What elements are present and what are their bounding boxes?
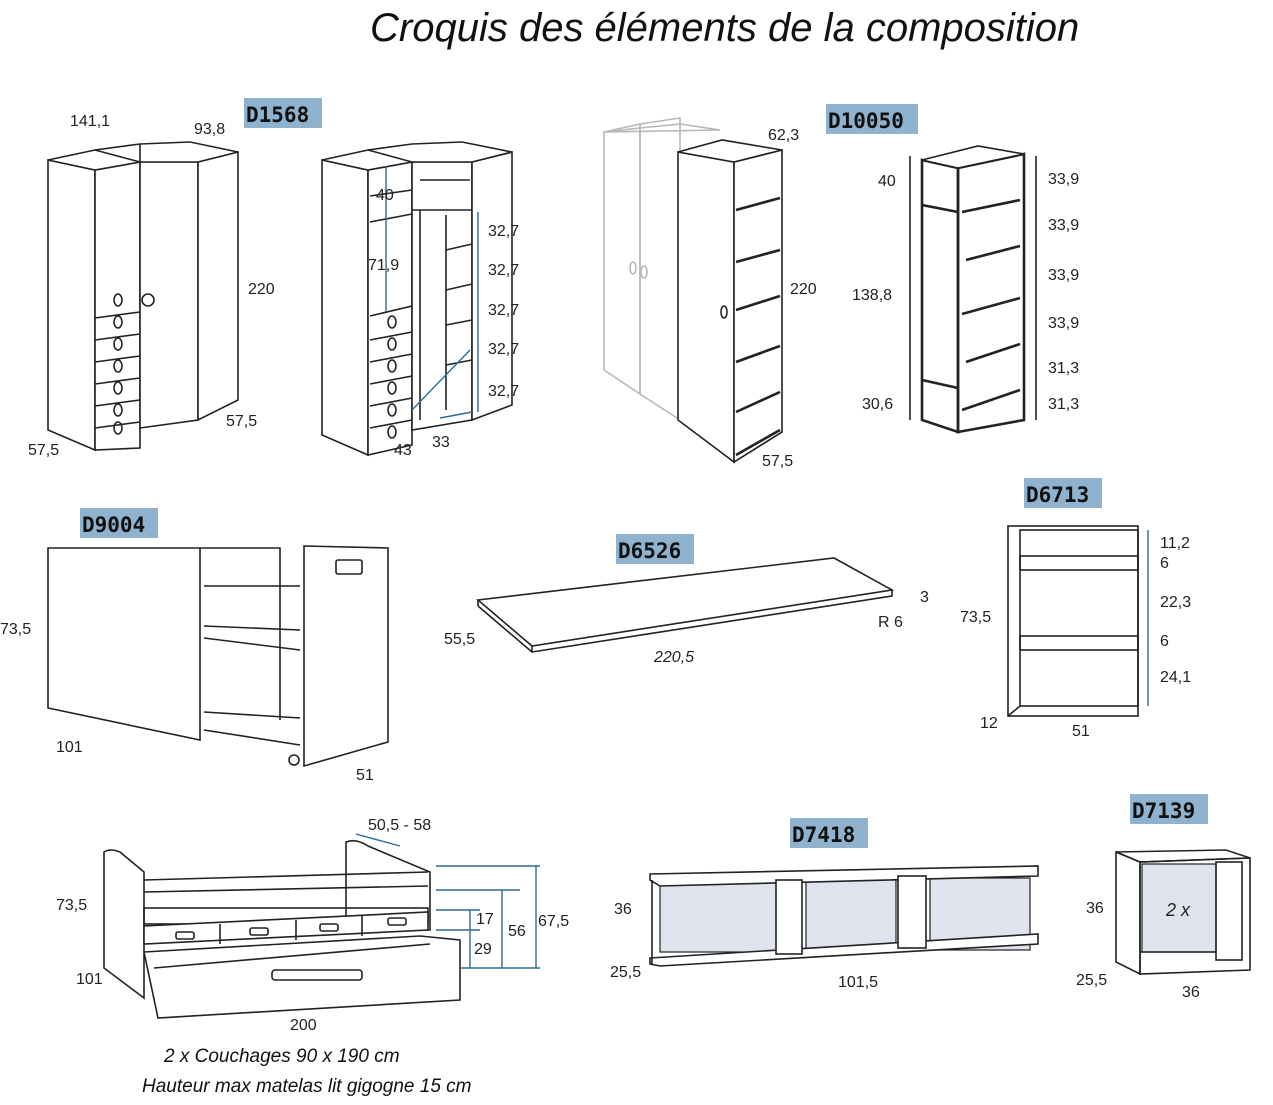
dim-cube-width: 36	[1182, 984, 1200, 1001]
dim-top-length: 220,5	[653, 649, 694, 666]
dim-end-height: 220	[790, 281, 817, 298]
dim-shelf-3: 32,7	[488, 302, 519, 319]
dim-cube-qty: 2 x	[1165, 900, 1191, 920]
dim-width-a: 141,1	[70, 113, 110, 130]
dim-cube-depth: 25,5	[1076, 972, 1107, 989]
dim-height: 220	[248, 281, 275, 298]
dim-shelf-thick-1: 6	[1160, 555, 1169, 572]
dim-bed-height: 73,5	[56, 897, 87, 914]
dim-width-b: 93,8	[194, 121, 225, 138]
dim-end-shelf-4: 33,9	[1048, 315, 1079, 332]
dim-cube-height: 36	[1086, 900, 1104, 917]
dim-top-depth: 55,5	[444, 631, 475, 648]
dim-upper-space: 40	[376, 187, 394, 204]
dim-top-thickness: 3	[920, 589, 929, 606]
dim-inner-a: 43	[394, 442, 412, 459]
dim-desk-width: 101	[56, 739, 83, 756]
dim-bed-h1: 17	[476, 911, 494, 928]
dim-bed-top-width: 50,5 - 58	[368, 817, 431, 834]
dim-depth-left: 57,5	[28, 442, 59, 459]
code-badge-d9004	[80, 508, 158, 538]
bookcase	[1007, 525, 1149, 717]
dim-space-1: 11,2	[1160, 535, 1190, 552]
code-d10050: D10050	[828, 109, 904, 133]
dim-shelf-width: 101,5	[838, 974, 878, 991]
dim-inner-b: 33	[432, 434, 450, 451]
dim-shelf-1: 32,7	[488, 223, 519, 240]
code-badge-d1568	[244, 98, 322, 128]
dim-end-width: 62,3	[768, 127, 799, 144]
wall-shelf	[649, 865, 1039, 967]
code-d9004: D9004	[82, 513, 145, 537]
code-badge-d6713	[1024, 478, 1102, 508]
end-shelf-with-wardrobe	[603, 117, 783, 464]
dim-depth-right: 57,5	[226, 413, 257, 430]
code-badge-d7418	[790, 818, 868, 848]
code-d7418: D7418	[792, 823, 855, 847]
dim-desk-depth: 51	[356, 767, 374, 784]
dim-shelf-4: 32,7	[488, 341, 519, 358]
dim-shelf-depth: 25,5	[610, 964, 641, 981]
dim-middle-space: 138,8	[852, 287, 892, 304]
dim-space-3: 24,1	[1160, 669, 1191, 686]
dim-end-shelf-5: 31,3	[1048, 360, 1079, 377]
dim-bookcase-width: 51	[1072, 723, 1090, 740]
desk-top	[476, 557, 895, 653]
dim-shelf-5: 32,7	[488, 383, 519, 400]
dim-end-depth: 57,5	[762, 453, 793, 470]
dim-bed-length: 200	[290, 1017, 317, 1034]
end-shelf-detail	[909, 145, 1037, 434]
corner-wardrobe-closed	[47, 141, 239, 452]
cube-shelf	[1115, 849, 1251, 976]
dim-end-shelf-1: 33,9	[1048, 171, 1079, 188]
bed-note-2: Hauteur max matelas lit gigogne 15 cm	[142, 1076, 472, 1097]
dim-top-space: 40	[878, 173, 896, 190]
bed-note-1: 2 x Couchages 90 x 190 cm	[164, 1046, 400, 1067]
corner-wardrobe-open	[321, 141, 513, 457]
dim-shelf-2: 32,7	[488, 262, 519, 279]
dim-hanging-space: 71,9	[368, 257, 399, 274]
dim-end-shelf-6: 31,3	[1048, 396, 1079, 413]
code-badge-d10050	[826, 104, 918, 134]
dim-desk-height: 73,5	[0, 621, 31, 638]
dim-shelf-height: 36	[614, 901, 632, 918]
dim-bed-depth: 101	[76, 971, 103, 988]
dim-end-shelf-3: 33,9	[1048, 267, 1079, 284]
code-d1568: D1568	[246, 103, 309, 127]
page-title: Croquis des éléments de la composition	[370, 6, 1080, 50]
trundle-bed	[103, 833, 540, 1019]
dim-bed-h4: 67,5	[538, 913, 569, 930]
desk-unit	[47, 545, 389, 768]
dim-bookcase-depth: 12	[980, 715, 998, 732]
dim-shelf-thick-2: 6	[1160, 633, 1169, 650]
dim-top-radius: R 6	[878, 614, 903, 631]
code-badge-d7139	[1130, 794, 1208, 824]
code-d6526: D6526	[618, 539, 681, 563]
code-d6713: D6713	[1026, 483, 1089, 507]
drawer-stack	[94, 293, 141, 435]
dim-end-shelf-2: 33,9	[1048, 217, 1079, 234]
dim-bed-h3: 56	[508, 923, 526, 940]
dim-space-2: 22,3	[1160, 594, 1191, 611]
dim-bookcase-height: 73,5	[960, 609, 991, 626]
code-badge-d6526	[616, 534, 694, 564]
code-d7139: D7139	[1132, 799, 1195, 823]
dim-bed-h2: 29	[474, 941, 492, 958]
dim-bottom-space: 30,6	[862, 396, 893, 413]
